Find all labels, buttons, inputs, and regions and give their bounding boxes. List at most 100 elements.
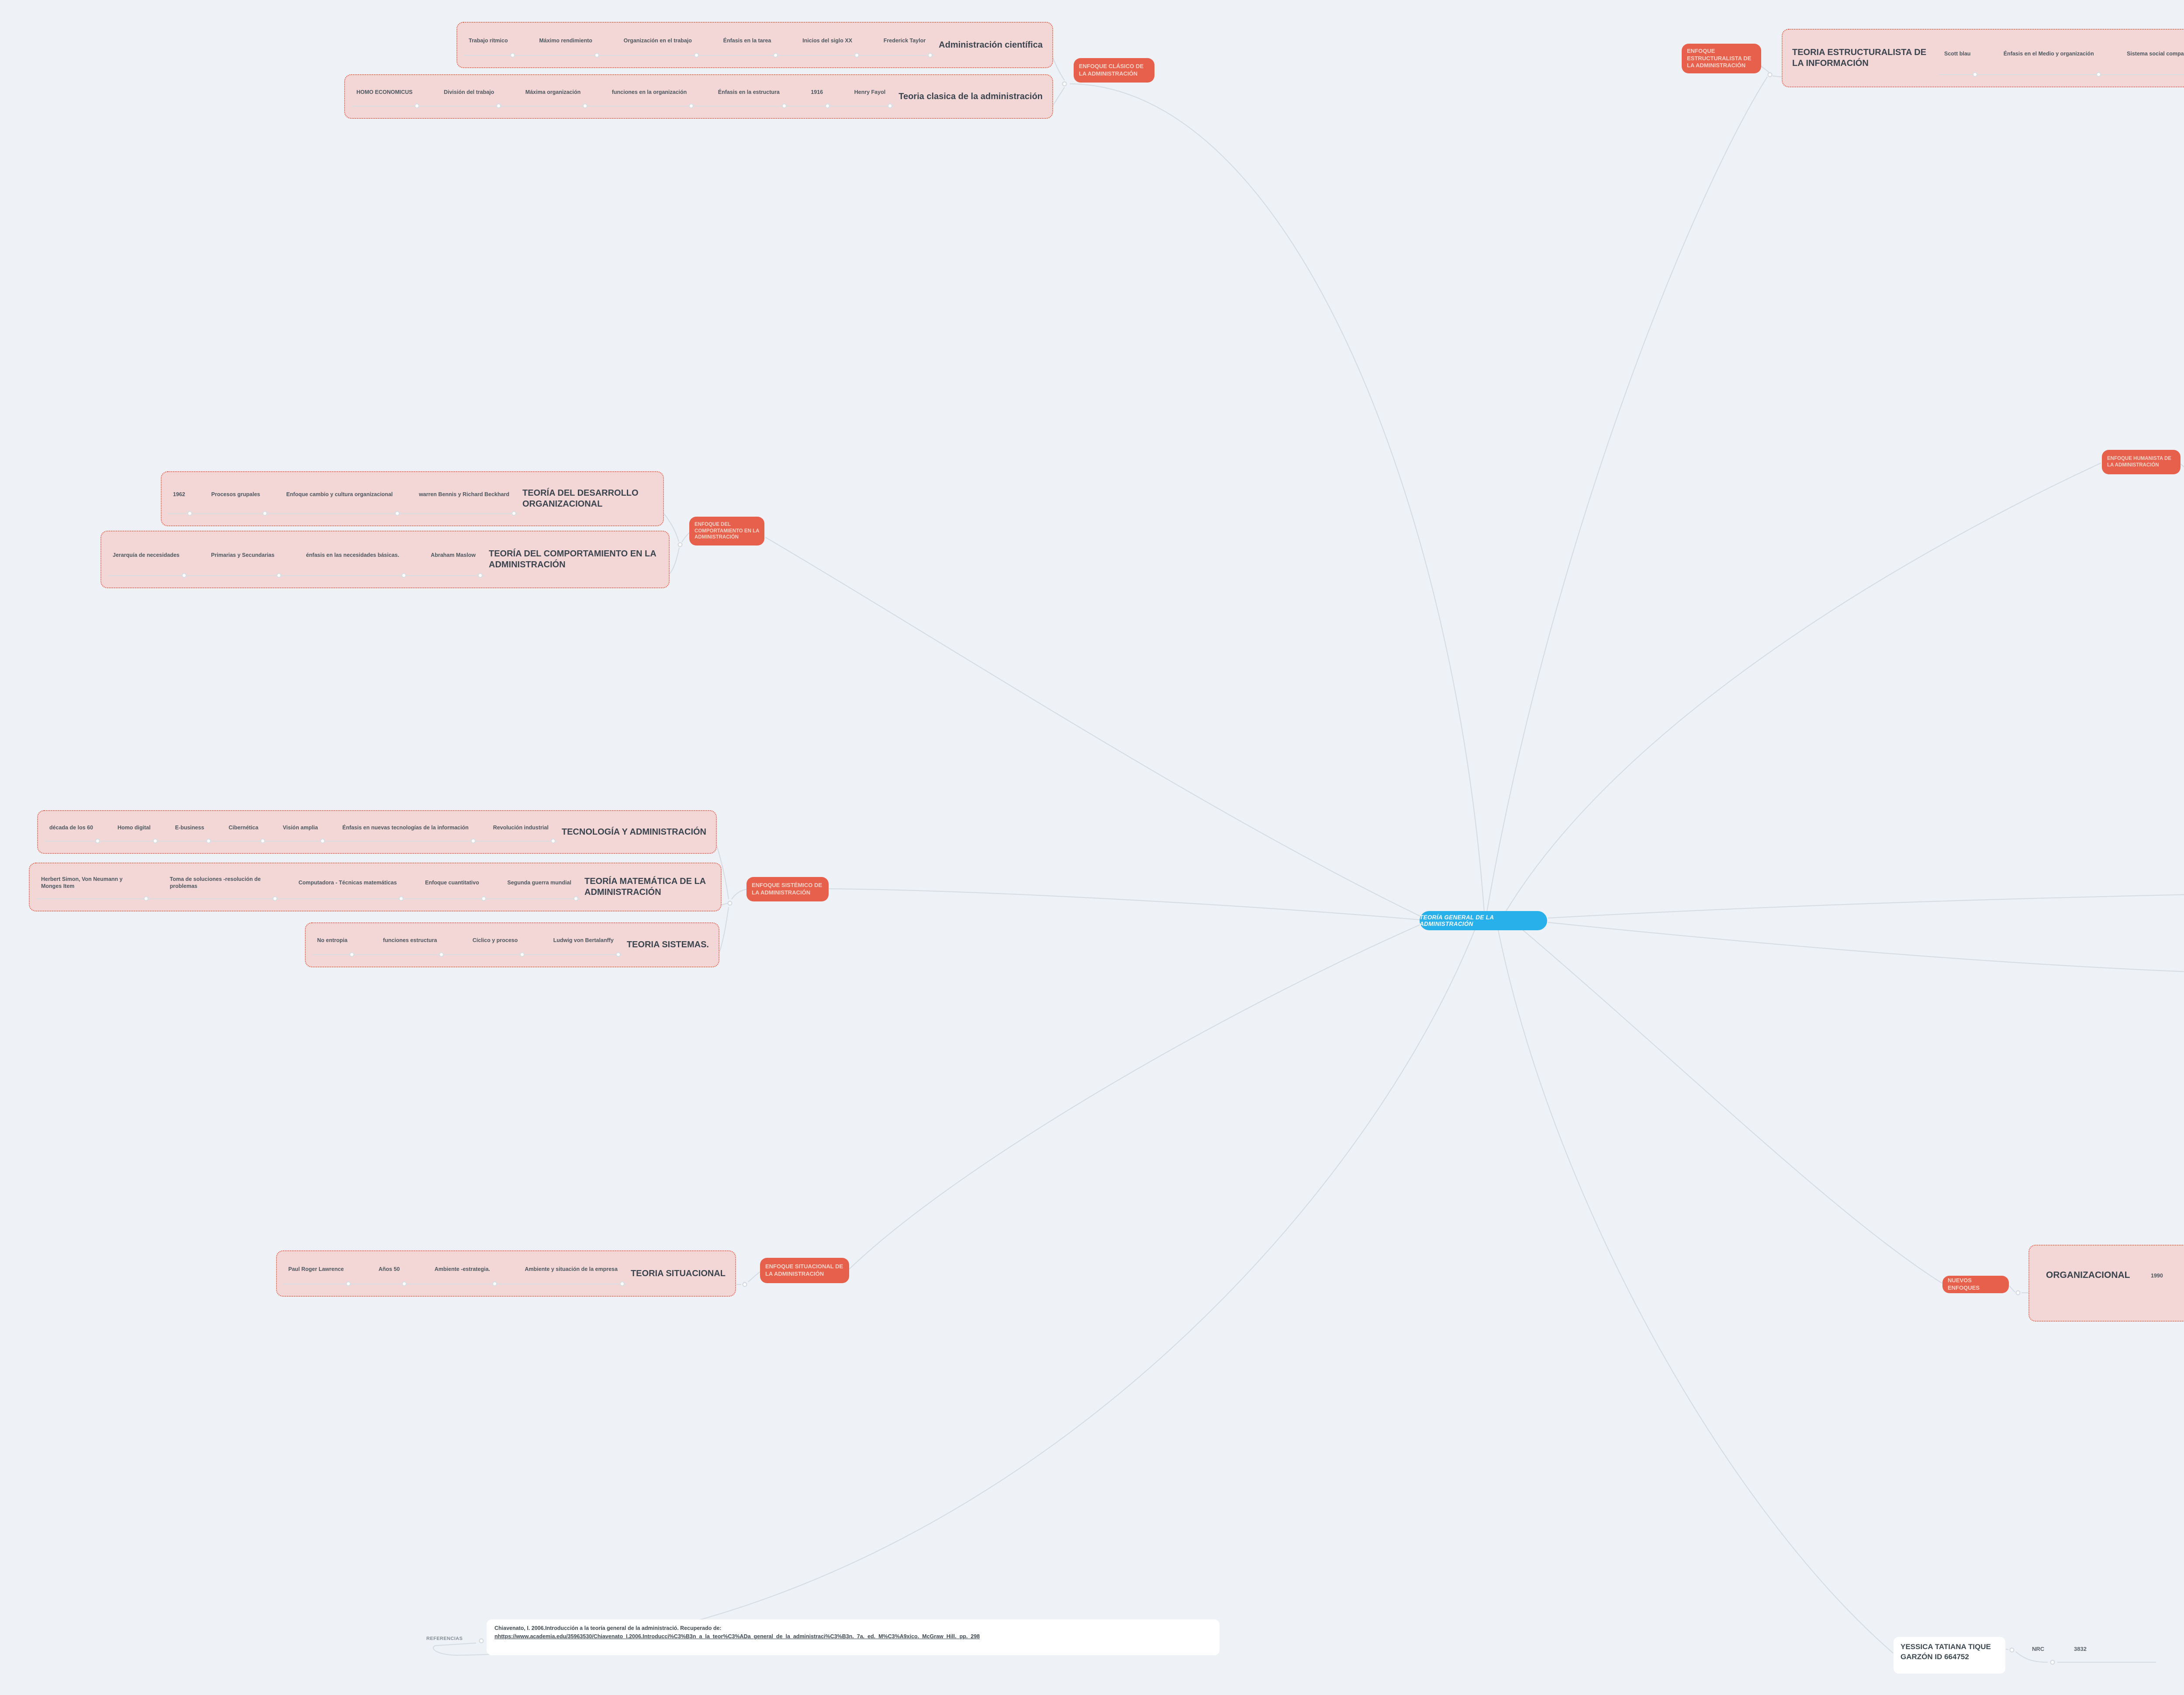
mindmap-item[interactable]: Cíclico y proceso xyxy=(471,923,525,967)
theory-box-administracion-cientifica[interactable]: Trabajo rítmico Máximo rendimiento Organiz… xyxy=(456,22,1053,68)
mindmap-item[interactable]: HOMO ECONOMICUS xyxy=(355,75,420,118)
mindmap-item[interactable]: Años 50 xyxy=(377,1251,407,1296)
mindmap-item[interactable]: Procesos grupales xyxy=(210,472,267,525)
mindmap-item[interactable]: warren Bennis y Richard Beckhard xyxy=(417,472,517,525)
item-label: Enfoque cambio y cultura organizacional xyxy=(286,491,393,497)
mindmap-item[interactable]: Abraham Maslow xyxy=(429,532,483,587)
node-label: ENFOQUE HUMANISTA DE LA ADMINISTRACIÓN xyxy=(2107,456,2171,468)
mindmap-item[interactable]: 1990 xyxy=(2151,1273,2163,1279)
box-title: TEORÍA DEL COMPORTAMIENTO EN LA ADMINIST… xyxy=(489,549,656,570)
mindmap-item[interactable]: 1916 xyxy=(809,75,830,118)
item-label: Procesos grupales xyxy=(211,491,260,497)
central-topic[interactable]: TEORÍA GENERAL DE LA ADMINISTRACIÓN xyxy=(1420,911,1547,930)
mindmap-item[interactable]: Toma de soluciones -resolución de proble… xyxy=(168,863,277,911)
mindmap-item[interactable]: Ludwig von Bertalanffy xyxy=(552,923,621,967)
item-row: Paul Roger Lawrence Años 50 Ambiente -estr… xyxy=(283,1251,626,1296)
item-row: 1962 Procesos grupales Enfoque cambio y cu… xyxy=(168,472,518,525)
node-label: ENFOQUE CLÁSICO DE LA ADMINISTRACIÓN xyxy=(1079,63,1144,77)
mindmap-item[interactable]: No entropia xyxy=(315,923,355,967)
box-title: TEORIA SITUACIONAL xyxy=(630,1268,726,1278)
mindmap-item[interactable]: Enfoque cambio y cultura organizacional xyxy=(284,472,400,525)
mindmap-item[interactable]: Herbert Simon, Von Neumann y Monges Item xyxy=(39,863,149,911)
mindmap-item[interactable]: Jerarquía de necesidades xyxy=(111,532,187,587)
referencia-link[interactable]: nhttps://www.academia.edu/35963530/Chiav… xyxy=(494,1633,980,1640)
node-enfoque-sistemico[interactable]: ENFOQUE SISTÉMICO DE LA ADMINISTRACIÓN xyxy=(746,877,829,901)
item-label: 1916 xyxy=(811,89,823,95)
node-label: ENFOQUE SITUACIONAL DE LA ADMINISTRACIÓN xyxy=(765,1263,843,1277)
mindmap-item[interactable]: Organización en el trabajo xyxy=(622,23,699,67)
mindmap-item[interactable]: Énfasis en la tarea xyxy=(722,23,778,67)
referencias-box[interactable]: Chiavenato, I. 2006.Introducción a la te… xyxy=(487,1619,1220,1655)
item-label: Máximo rendimiento xyxy=(539,37,592,44)
mindmap-item[interactable]: Énfasis en la estructura xyxy=(716,75,787,118)
theory-box-desarrollo-organizacional[interactable]: 1962 Procesos grupales Enfoque cambio y cu… xyxy=(161,471,664,526)
mindmap-item[interactable]: década de los 60 xyxy=(48,811,100,853)
mindmap-item[interactable]: Frederick Taylor xyxy=(882,23,933,67)
mindmap-item[interactable]: Sistema social compartido y construido xyxy=(2125,30,2184,86)
mindmap-item[interactable]: Visión amplia xyxy=(281,811,325,853)
mindmap-item[interactable]: Máximo rendimiento xyxy=(537,23,599,67)
mindmap-item[interactable]: Henry Fayol xyxy=(853,75,893,118)
mindmap-item[interactable]: Enfoque cuantitativo xyxy=(423,863,486,911)
item-label: Organización en el trabajo xyxy=(623,37,692,44)
mindmap-item[interactable]: E-business xyxy=(173,811,211,853)
mindmap-item[interactable]: Énfasis en nuevas tecnologías de la info… xyxy=(341,811,476,853)
item-label: énfasis en las necesidades básicas. xyxy=(306,552,399,558)
mindmap-item[interactable]: División del trabajo xyxy=(442,75,501,118)
mindmap-item[interactable]: funciones estructura xyxy=(381,923,444,967)
theory-box-organizacional[interactable]: ORGANIZACIONAL 1990 Era de la informació… xyxy=(2028,1245,2184,1322)
node-enfoque-clasico[interactable]: ENFOQUE CLÁSICO DE LA ADMINISTRACIÓN xyxy=(1074,58,1154,83)
mindmap-item[interactable]: énfasis en las necesidades básicas. xyxy=(304,532,407,587)
mindmap-item[interactable]: Scott blau xyxy=(1942,30,1978,86)
box-title: TEORÍA DEL DESARROLLO ORGANIZACIONAL xyxy=(522,488,639,509)
node-nuevos-enfoques[interactable]: NUEVOS ENFOQUES xyxy=(1942,1276,2009,1293)
mindmap-item[interactable]: Computadora - Técnicas matemáticas xyxy=(297,863,404,911)
mindmap-item[interactable]: Énfasis en el Medio y organización xyxy=(2002,30,2101,86)
theory-box-situacional[interactable]: Paul Roger Lawrence Años 50 Ambiente -estr… xyxy=(276,1250,736,1297)
node-enfoque-situacional[interactable]: ENFOQUE SITUACIONAL DE LA ADMINISTRACIÓN xyxy=(760,1258,849,1283)
theory-box-sistemas[interactable]: No entropia funciones estructura Cíclico y… xyxy=(305,922,719,967)
node-label: ENFOQUE SISTÉMICO DE LA ADMINISTRACIÓN xyxy=(752,882,822,896)
theory-box-estructuralista-informacion[interactable]: TEORIA ESTRUCTURALISTA DE LA INFORMACIÓN… xyxy=(1782,29,2184,87)
item-label: Énfasis en la tarea xyxy=(723,37,771,44)
theory-box-tecnologia[interactable]: década de los 60 Homo digital E-business Ci… xyxy=(37,810,717,854)
mindmap-item[interactable]: Ambiente y situación de la empresa xyxy=(523,1251,625,1296)
theory-box-teoria-clasica[interactable]: HOMO ECONOMICUS División del trabajo Máxim… xyxy=(344,74,1053,119)
box-title: TEORÍA MATEMÁTICA DE LA ADMINISTRACIÓN xyxy=(584,877,706,897)
node-enfoque-humanista[interactable]: ENFOQUE HUMANISTA DE LA ADMINISTRACIÓN xyxy=(2102,450,2181,474)
item-label: Jerarquía de necesidades xyxy=(113,552,180,558)
item-label: Ambiente y situación de la empresa xyxy=(525,1266,618,1272)
mindmap-item[interactable]: Paul Roger Lawrence xyxy=(287,1251,351,1296)
item-label: década de los 60 xyxy=(49,824,93,831)
mindmap-item[interactable]: 1962 xyxy=(171,472,192,525)
mindmap-item[interactable]: Primarias y Secundarias xyxy=(209,532,282,587)
item-label: Computadora - Técnicas matemáticas xyxy=(298,879,397,886)
mindmap-item[interactable]: Homo digital xyxy=(116,811,158,853)
node-label: ENFOQUE DEL COMPORTAMIENTO EN LA ADMINIS… xyxy=(695,521,760,540)
theory-box-matematica[interactable]: Herbert Simon, Von Neumann y Monges Item… xyxy=(29,863,722,911)
item-label: División del trabajo xyxy=(443,89,494,95)
item-row: Jerarquía de necesidades Primarias y Secu… xyxy=(107,532,484,587)
mindmap-item[interactable]: Revolución industrial xyxy=(491,811,556,853)
mindmap-item[interactable]: Cibernética xyxy=(227,811,266,853)
mindmap-item[interactable]: Segunda guerra mundial xyxy=(505,863,578,911)
node-label: NUEVOS ENFOQUES xyxy=(1948,1277,1980,1291)
mindmap-item[interactable]: Inicios del siglo XX xyxy=(801,23,859,67)
mindmap-item[interactable]: funciones en la organización xyxy=(610,75,694,118)
item-label: Sistema social compartido y construido xyxy=(2127,50,2184,57)
item-label: funciones en la organización xyxy=(612,89,687,95)
author-box[interactable]: YESSICA TATIANA TIQUE GARZÓN ID 664752 xyxy=(1894,1637,2005,1674)
mindmap-item[interactable]: Trabajo rítmico xyxy=(467,23,515,67)
item-label: Ambiente -estrategia. xyxy=(434,1266,490,1272)
box-title: TEORIA SISTEMAS. xyxy=(626,940,709,949)
item-row: HOMO ECONOMICUS División del trabajo Máxim… xyxy=(351,75,895,118)
node-enfoque-comportamiento[interactable]: ENFOQUE DEL COMPORTAMIENTO EN LA ADMINIS… xyxy=(689,517,764,545)
item-label: Segunda guerra mundial xyxy=(507,879,571,886)
mindmap-item[interactable]: Máxima organización xyxy=(524,75,588,118)
box-title: Administración científica xyxy=(939,40,1043,50)
mindmap-item[interactable]: Ambiente -estrategia. xyxy=(433,1251,498,1296)
theory-box-comportamiento[interactable]: Jerarquía de necesidades Primarias y Secu… xyxy=(100,531,670,588)
node-enfoque-estructuralista[interactable]: ENFOQUE ESTRUCTURALISTA DE LA ADMINISTRA… xyxy=(1682,44,1761,73)
item-label: Enfoque cuantitativo xyxy=(425,879,479,886)
